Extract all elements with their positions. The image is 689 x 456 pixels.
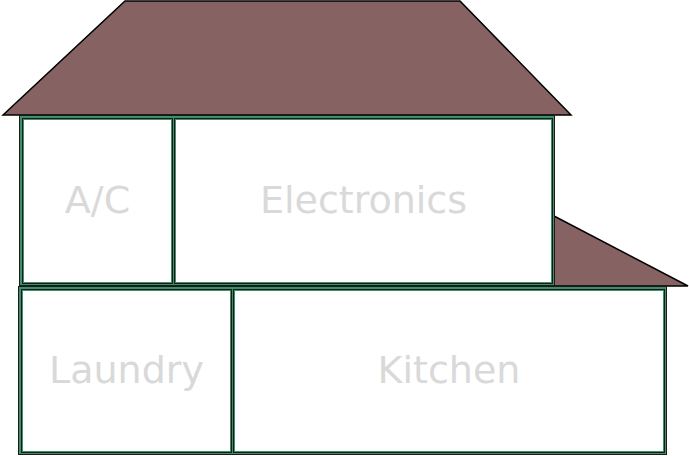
room-box: Kitchen [233, 289, 665, 453]
upper-floor-inner [21, 117, 554, 285]
room-box: Laundry [21, 289, 232, 453]
upper-floor [20, 116, 555, 286]
room-label: Kitchen [378, 349, 521, 393]
main-roof [3, 1, 571, 115]
room-box: Electronics [174, 118, 553, 284]
room-label: A/C [65, 179, 130, 223]
lower-floor [19, 287, 667, 455]
lower-floor-inner [20, 288, 666, 454]
room-label: Electronics [260, 179, 467, 223]
room-box: A/C [22, 118, 173, 284]
room-label: Laundry [49, 349, 204, 393]
side-roof [554, 216, 688, 286]
